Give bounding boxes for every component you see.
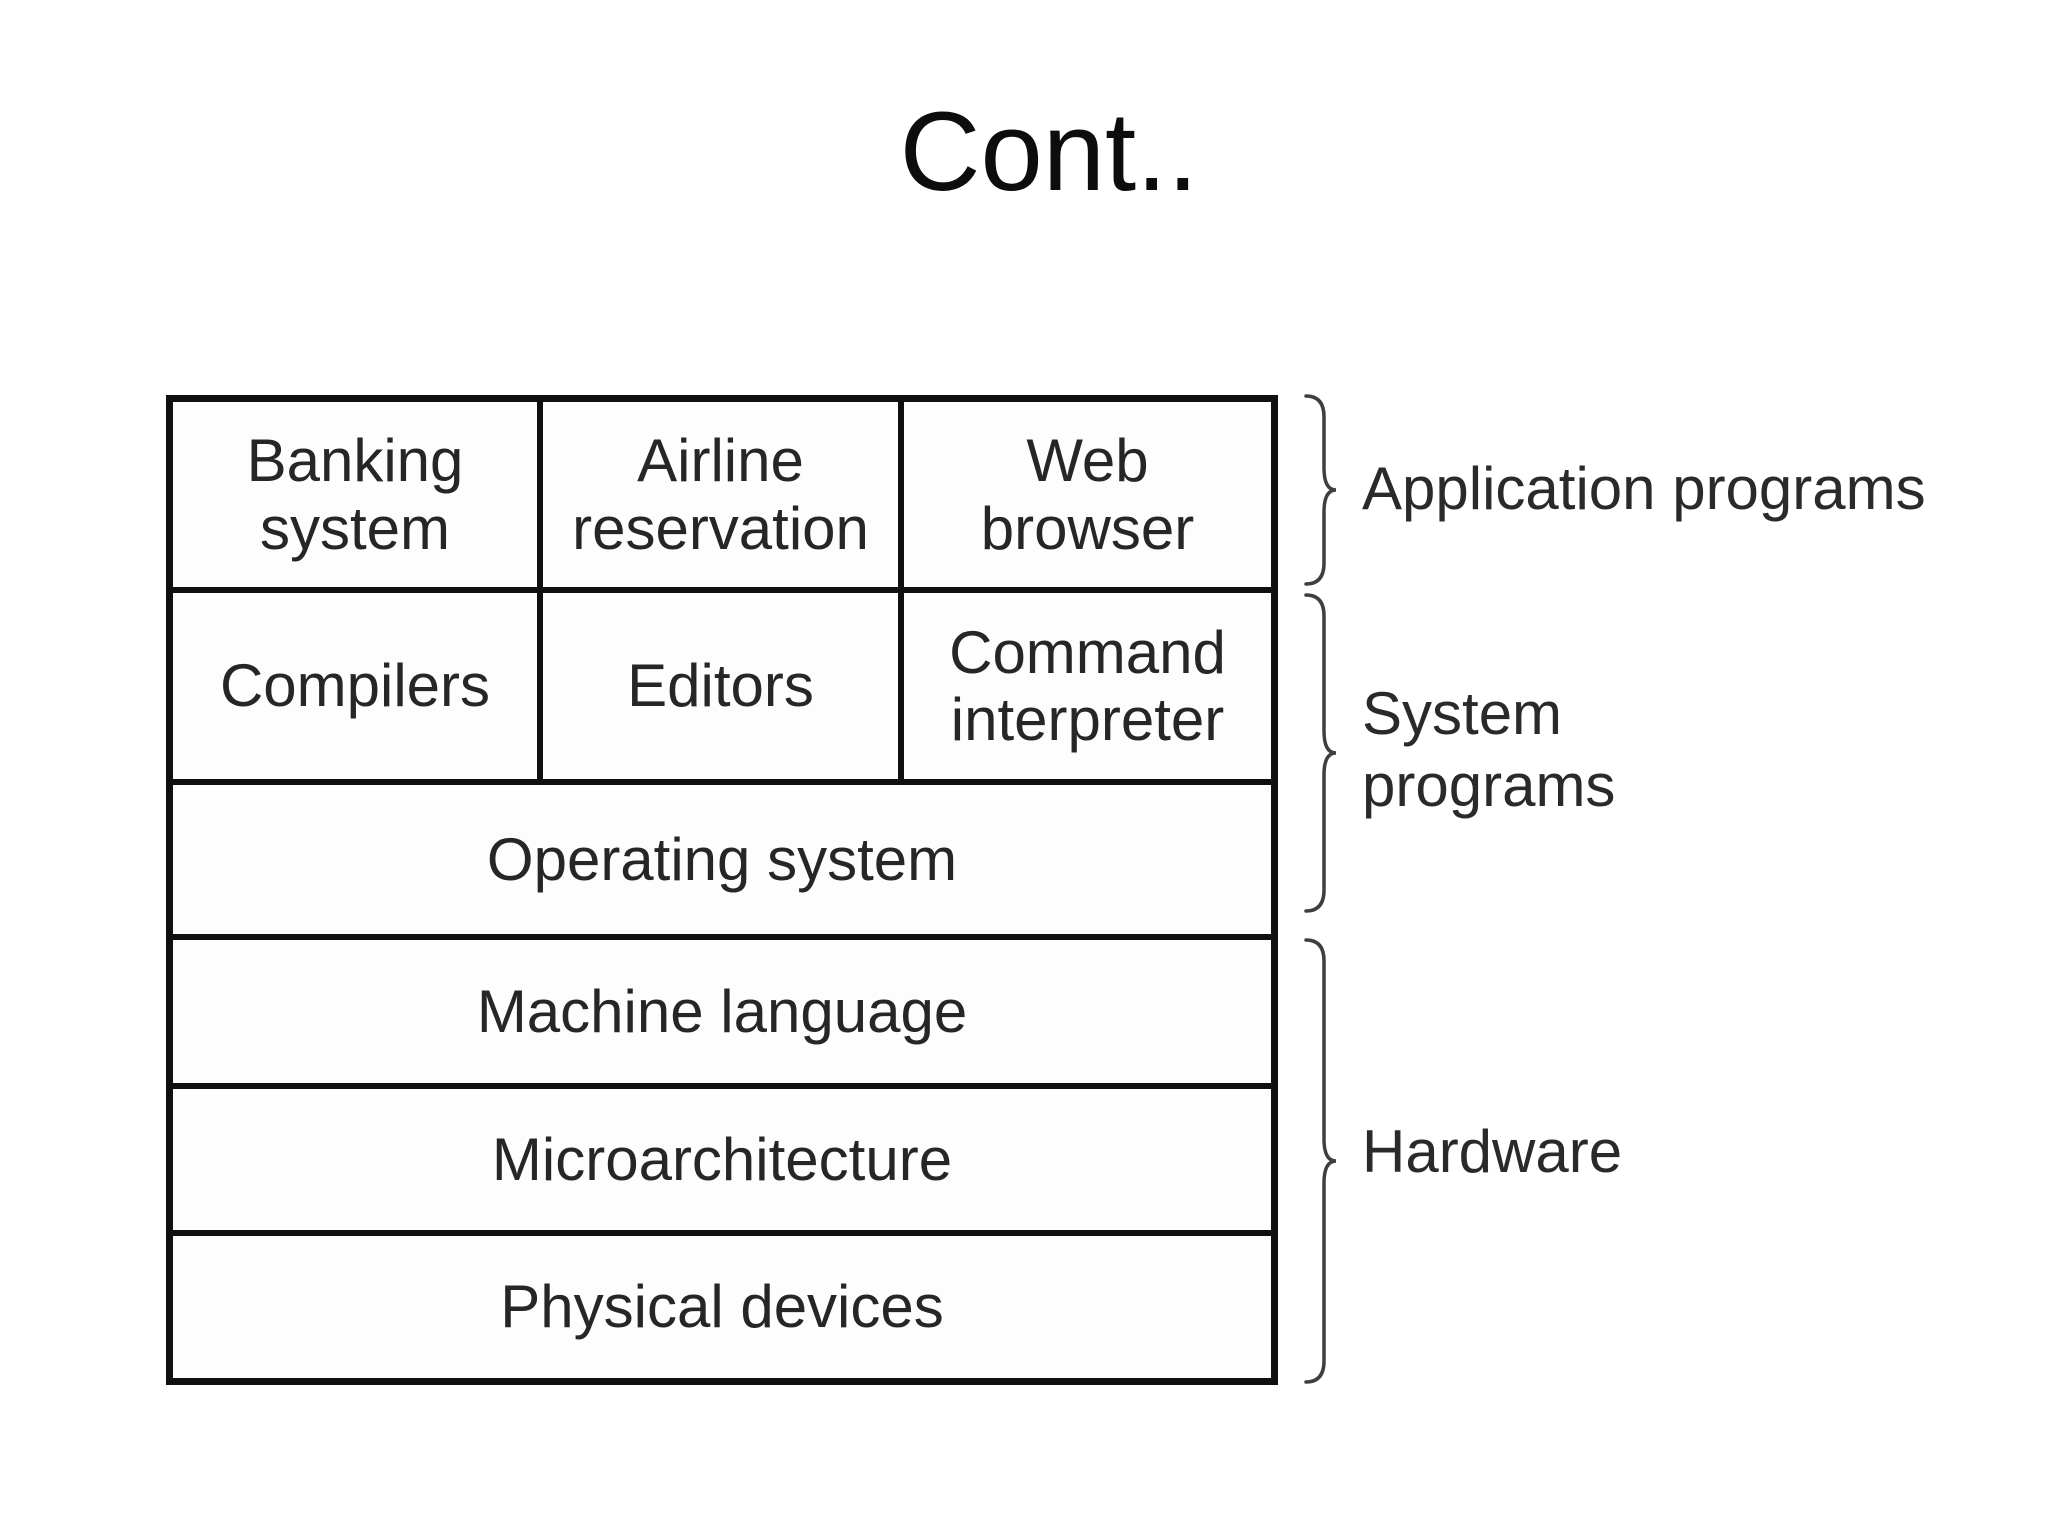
label-application-programs: Application programs (1362, 455, 1926, 522)
cell-banking-system: Banking system (246, 427, 464, 562)
application-programs-brace-icon (1301, 393, 1341, 587)
label-hardware: Hardware (1362, 1118, 1623, 1185)
hardware-brace-icon (1301, 937, 1341, 1385)
system-programs-brace-icon (1301, 592, 1341, 914)
row-machine-language: Machine language (173, 934, 1271, 1083)
cell-command-interpreter: Command interpreter (898, 587, 1271, 779)
row-operating-system: Operating system (173, 779, 1271, 934)
slide-title: Cont.. (899, 89, 1199, 214)
cell-compilers: Compilers (173, 587, 537, 779)
layers-table: Banking system Airline reservation Web b… (166, 395, 1278, 1385)
label-system-programs: System programs (1362, 680, 1616, 819)
cell-web-browser: Web browser (898, 402, 1271, 587)
cell-airline-reservation: Airline reservation (537, 402, 898, 587)
row-physical-devices: Physical devices (173, 1230, 1271, 1378)
row-microarchitecture: Microarchitecture (173, 1083, 1271, 1230)
cell-editors: Editors (537, 587, 898, 779)
